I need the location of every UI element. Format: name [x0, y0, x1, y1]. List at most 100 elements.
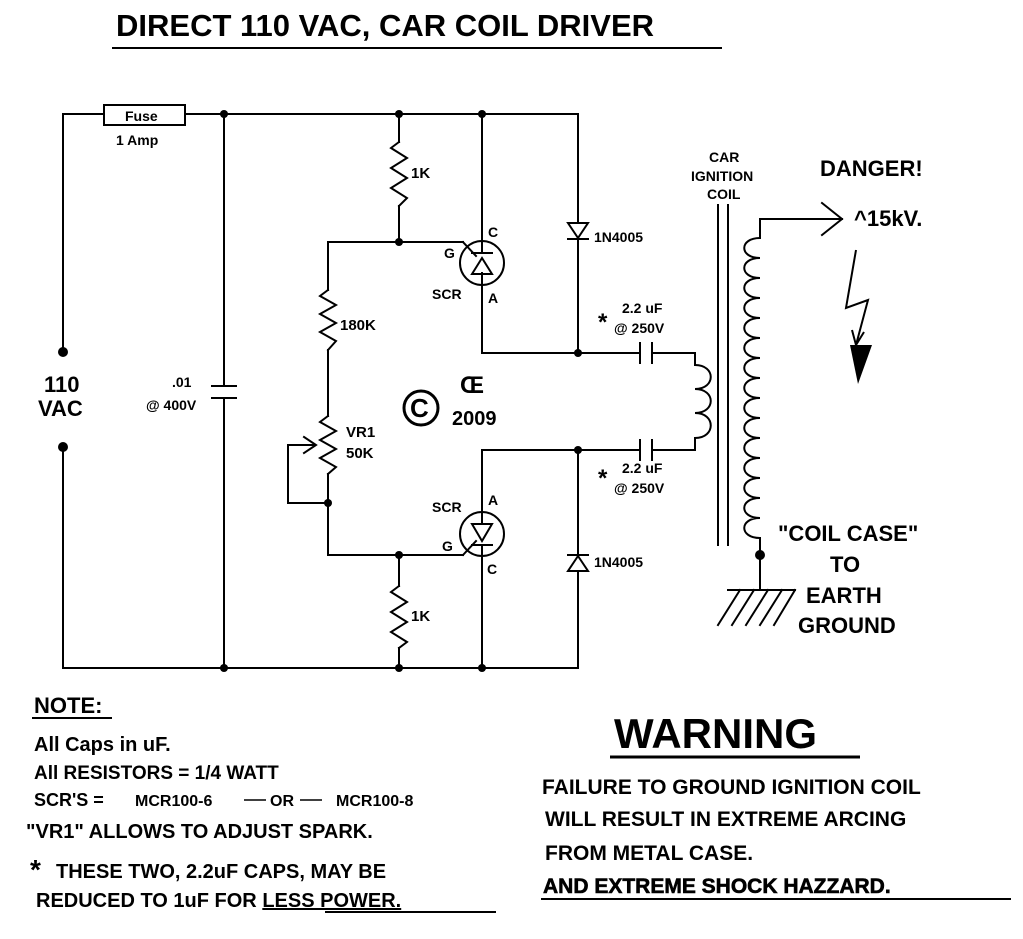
cap-bottom-plates [639, 439, 653, 461]
scr-bottom-cathode-label: C [487, 561, 497, 577]
lightning-bolt-arrow [850, 345, 872, 384]
scr-top-anode-label: A [488, 290, 498, 306]
warning-heading: WARNING [614, 710, 817, 757]
pot-vr1-value: 50K [346, 445, 374, 462]
warning-line1: FAILURE TO GROUND IGNITION COIL [542, 776, 921, 799]
copyright-year: 2009 [452, 408, 497, 430]
cap-top-plates [639, 342, 653, 364]
junction-dot [395, 238, 403, 246]
pot-vr1-zigzag [317, 414, 339, 476]
coil-label-line1: CAR [709, 149, 739, 165]
danger-label: DANGER! [820, 156, 923, 181]
junction-dot [220, 110, 228, 118]
cap-bottom-voltage: @ 250V [614, 480, 665, 496]
resistor-top-zigzag [389, 140, 409, 208]
note-line5-star: * [30, 854, 41, 885]
scr-top-symbol [470, 252, 494, 275]
note-line3-prefix: SCR'S = [34, 790, 104, 810]
note-heading: NOTE: [34, 693, 102, 718]
scr-bottom-gate [461, 539, 478, 557]
junction-dot [574, 349, 582, 357]
ground-label-line4: GROUND [798, 613, 896, 638]
note-line6-text: REDUCED TO 1uF FOR [36, 890, 262, 912]
wire-scr-top-anode [481, 272, 579, 354]
lightning-bolt-icon [844, 249, 870, 349]
ground-symbol [716, 588, 797, 627]
scr-bottom-symbol [470, 523, 494, 546]
note-line6: REDUCED TO 1uF FOR LESS POWER. [36, 890, 401, 912]
diode-top-label: 1N4005 [594, 229, 643, 245]
resistor-top-label: 1K [411, 165, 430, 182]
scr-top-name: SCR [432, 286, 462, 302]
junction-dot [395, 110, 403, 118]
junction-dot [220, 664, 228, 672]
note-line3-or: OR [270, 793, 294, 810]
note-line5: THESE TWO, 2.2uF CAPS, MAY BE [56, 861, 386, 883]
wire-source-bottom [62, 446, 579, 669]
pot-vr1-name: VR1 [346, 424, 375, 441]
coil-secondary [743, 236, 762, 540]
source-terminal-top [58, 347, 68, 357]
wire-vr1-loop [287, 444, 329, 504]
note-line1: All Caps in uF. [34, 734, 171, 756]
ground-label-line1: "COIL CASE" [778, 521, 918, 546]
wire-hv-output [759, 218, 843, 239]
resistor-180k-label: 180K [340, 317, 376, 334]
wire-cap-top [577, 352, 696, 366]
wire-scr-bottom-anode [481, 449, 579, 525]
warning-line2: WILL RESULT IN EXTREME ARCING [545, 808, 906, 831]
note-line3-part1: MCR100-6 [135, 793, 212, 810]
scr-top-cathode-label: C [488, 224, 498, 240]
cap-top-voltage: @ 250V [614, 320, 665, 336]
ground-label-line3: EARTH [806, 583, 882, 608]
scr-top-gate [461, 240, 478, 258]
pot-vr1-wiper-arrow [302, 435, 318, 455]
note-line3-part2: MCR100-8 [336, 793, 413, 810]
diode-bottom-label: 1N4005 [594, 554, 643, 570]
junction-dot [395, 664, 403, 672]
resistor-bottom-label: 1K [411, 608, 430, 625]
scr-bottom-name: SCR [432, 499, 462, 515]
cap-top-value: 2.2 uF [622, 300, 663, 316]
filter-cap-value: .01 [172, 374, 192, 390]
junction-dot [478, 110, 486, 118]
junction-dot [755, 550, 765, 560]
scr-bottom-anode-label: A [488, 492, 498, 508]
filter-cap-voltage: @ 400V [146, 397, 197, 413]
coil-core [717, 204, 729, 546]
copyright-circle [402, 389, 440, 427]
diode-top-symbol [566, 222, 590, 240]
fuse-rating: 1 Amp [116, 132, 158, 148]
scr-bottom-gate-label: G [442, 538, 453, 554]
warning-line3: FROM METAL CASE. [545, 842, 753, 865]
note-line4: "VR1" ALLOWS TO ADJUST SPARK. [26, 821, 373, 843]
source-label-line1: 110 [44, 372, 80, 397]
ground-label-line2: TO [830, 552, 860, 577]
diagram-title: DIRECT 110 VAC, CAR COIL DRIVER [116, 8, 654, 43]
coil-label-line2: IGNITION [691, 168, 753, 184]
source-terminal-bottom [58, 442, 68, 452]
hv-arrow [820, 201, 844, 237]
resistor-bottom-zigzag [389, 584, 409, 650]
coil-primary [693, 363, 712, 440]
scr-top-gate-label: G [444, 245, 455, 261]
author-mark: Œ [460, 372, 484, 399]
fuse-label: Fuse [125, 108, 158, 124]
diode-bottom-symbol [566, 554, 590, 572]
junction-dot [395, 551, 403, 559]
note-line6-emphasis: LESS POWER. [262, 890, 401, 912]
cap-top-star: * [598, 309, 608, 336]
cap-bottom-value: 2.2 uF [622, 460, 663, 476]
fuse-body [103, 104, 186, 126]
source-label-line2: VAC [38, 396, 83, 421]
cap-bottom-star: * [598, 465, 608, 492]
note-line2: All RESISTORS = 1/4 WATT [34, 763, 279, 784]
coil-label-line3: COIL [707, 186, 741, 202]
wire-cap-bottom [577, 437, 696, 451]
resistor-180k-zigzag [317, 288, 339, 352]
hv-output-label: ^15kV. [854, 206, 922, 231]
junction-dot [574, 446, 582, 454]
junction-dot [478, 664, 486, 672]
warning-line4: AND EXTREME SHOCK HAZZARD. [543, 875, 891, 898]
